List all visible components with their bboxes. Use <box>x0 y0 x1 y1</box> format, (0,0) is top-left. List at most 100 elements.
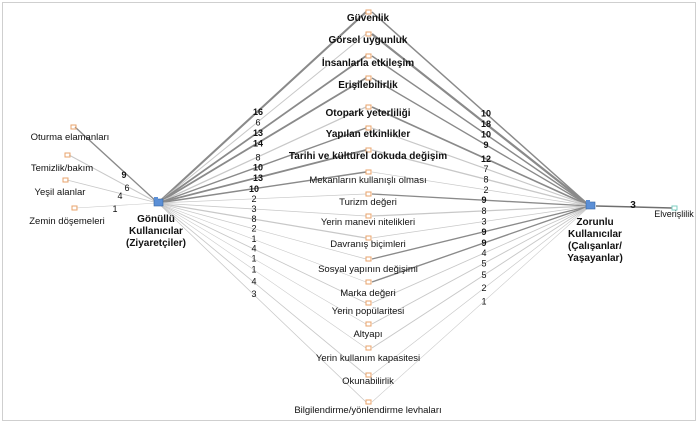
node-label-oturma-elamanlari[interactable]: Oturma elamanları <box>31 132 110 143</box>
edge-left-altyapi <box>157 202 367 325</box>
weight-right-i-nsanlarla-etkilesim: 10 <box>481 129 491 139</box>
edge-left-temizlik-bakim <box>68 154 159 204</box>
edge-left-zemin-dosemeleri <box>75 202 159 209</box>
node-label-mekanlarin-kullanisli-olmasi[interactable]: Mekanların kullanışlı olması <box>309 175 426 186</box>
edge-right-mekanlarin-kullanisli-olmasi <box>371 171 591 207</box>
node-label-yerin-kullanim-kapasitesi[interactable]: Yerin kullanım kapasitesi <box>316 353 420 364</box>
node-label-temizlik-bakim[interactable]: Temizlik/bakım <box>31 163 93 174</box>
node-label-gorsel-uygunluk[interactable]: Görsel uygunluk <box>329 35 408 46</box>
edge-right-hub-elverislilik <box>595 205 673 209</box>
folder-icon <box>585 200 596 210</box>
node-label-zemin-dosemeleri[interactable]: Zemin döşemeleri <box>29 216 105 227</box>
edge-left-bilgilendirme-yonlendirme-levhalari <box>157 202 367 403</box>
diagram-frame <box>2 2 696 421</box>
weight-left-yerin-popularitesi: 4 <box>251 244 256 254</box>
node-label-otopark-yeterliligi[interactable]: Otopark yeterliliği <box>325 108 410 119</box>
node-marker <box>365 53 372 59</box>
weight-left-yapilan-etkinlikler: 10 <box>253 162 263 172</box>
edge-left-otopark-yeterliligi <box>157 106 367 204</box>
node-label-i-nsanlarla-etkilesim[interactable]: İnsanlarla etkileşim <box>322 56 414 69</box>
node-marker <box>365 345 372 351</box>
weight-left-yerin-manevi-nitelikleri: 3 <box>251 204 256 214</box>
node-marker <box>365 104 372 110</box>
edges-layer <box>66 11 591 403</box>
weight-right-yerin-kullanim-kapasitesi: 5 <box>481 270 486 280</box>
left-hub-line3: (Ziyaretçiler) <box>126 238 186 249</box>
node-marker <box>70 124 77 130</box>
node-label-bilgilendirme-yonlendirme-levhalari[interactable]: Bilgilendirme/yönlendirme levhaları <box>294 405 441 416</box>
node-label-tarihi-ve-kulturel-dokuda-degisim[interactable]: Tarihi ve kültürel dokuda değişim <box>289 151 447 162</box>
node-marker <box>365 213 372 219</box>
weight-left-gorsel-uygunluk: 6 <box>255 118 260 128</box>
weight-right-mekanlarin-kullanisli-olmasi: 2 <box>483 185 488 195</box>
weight-left-mekanlarin-kullanisli-olmasi: 10 <box>249 184 259 194</box>
weight-left-zemin-dosemeleri: 1 <box>112 204 117 214</box>
edge-right-guvenlik <box>371 11 591 207</box>
node-label-okunabilirlik[interactable]: Okunabilirlik <box>342 376 394 387</box>
edge-left-sosyal-yapinin-degisimi <box>157 202 367 260</box>
edge-left-yapilan-etkinlikler <box>157 127 367 204</box>
left-hub-line1: Gönüllü <box>137 214 175 225</box>
node-marker <box>62 177 69 183</box>
edge-left-yerin-manevi-nitelikleri <box>157 202 367 217</box>
weight-left-bilgilendirme-yonlendirme-levhalari: 3 <box>251 289 256 299</box>
weight-left-sosyal-yapinin-degisimi: 2 <box>251 224 256 234</box>
edge-right-yerin-popularitesi <box>371 205 591 304</box>
edge-right-davranis-bicimleri <box>371 205 591 239</box>
weight-right-turizm-degeri: 9 <box>481 195 486 205</box>
weight-left-erisilebilirlik: 14 <box>253 138 263 148</box>
node-marker <box>365 125 372 131</box>
node-marker <box>64 152 71 158</box>
edge-right-marka-degeri <box>371 205 591 283</box>
node-label-davranis-bicimleri[interactable]: Davranış biçimleri <box>330 239 406 250</box>
node-marker <box>365 147 372 153</box>
node-label-turizm-degeri[interactable]: Turizm değeri <box>339 197 397 208</box>
edge-left-oturma-elamanlari <box>74 126 159 204</box>
weight-left-turizm-degeri: 2 <box>251 194 256 204</box>
edge-right-tarihi-ve-kulturel-dokuda-degisim <box>371 149 591 207</box>
node-label-yapilan-etkinlikler[interactable]: Yapılan etkinlikler <box>326 129 411 140</box>
node-marker <box>365 235 372 241</box>
weight-right-bilgilendirme-yonlendirme-levhalari: 1 <box>481 296 486 306</box>
edge-right-sosyal-yapinin-degisimi <box>371 205 591 260</box>
weight-left-tarihi-ve-kulturel-dokuda-degisim: 13 <box>253 173 263 183</box>
node-label-yesil-alanlar[interactable]: Yeşil alanlar <box>35 187 86 198</box>
edge-right-yerin-kullanim-kapasitesi <box>371 205 591 349</box>
edge-left-marka-degeri <box>157 202 367 283</box>
weight-right-davranis-bicimleri: 3 <box>481 217 486 227</box>
node-marker <box>365 169 372 175</box>
side-node-label[interactable]: Elverişlilik <box>654 209 694 219</box>
node-label-yerin-popularitesi[interactable]: Yerin popülaritesi <box>332 306 405 317</box>
weight-left-oturma-elamanlari: 9 <box>121 170 126 180</box>
node-label-altyapi[interactable]: Altyapı <box>353 329 382 340</box>
node-marker <box>365 256 372 262</box>
node-label-sosyal-yapinin-degisimi[interactable]: Sosyal yapının değişimi <box>318 264 418 275</box>
node-marker <box>365 300 372 306</box>
right-hub[interactable]: Zorunlu Kullanıcılar (Çalışanlar/ Yaşaya… <box>567 200 623 264</box>
weight-left-altyapi: 1 <box>251 253 256 263</box>
node-marker <box>365 31 372 37</box>
weight-left-temizlik-bakim: 6 <box>124 183 129 193</box>
edge-right-i-nsanlarla-etkilesim <box>371 55 591 207</box>
edge-right-otopark-yeterliligi <box>371 106 591 207</box>
edge-left-turizm-degeri <box>157 193 367 204</box>
weight-left-yesil-alanlar: 4 <box>117 191 122 201</box>
right-hub-line4: Yaşayanlar) <box>567 253 623 264</box>
node-marker <box>365 321 372 327</box>
edge-right-erisilebilirlik <box>371 77 591 207</box>
node-marker <box>365 372 372 378</box>
edge-left-guvenlik <box>157 11 367 204</box>
node-label-erisilebilirlik[interactable]: Erişilebilirlik <box>338 80 398 91</box>
edge-right-yapilan-etkinlikler <box>371 127 591 207</box>
node-label-marka-degeri[interactable]: Marka değeri <box>340 288 395 299</box>
node-label-guvenlik[interactable]: Güvenlik <box>347 13 390 24</box>
weight-right-otopark-yeterliligi: 12 <box>481 154 491 164</box>
weight-left-okunabilirlik: 4 <box>251 277 256 287</box>
weight-right-erisilebilirlik: 9 <box>483 140 488 150</box>
left-hub[interactable]: Gönüllü Kullanıcılar (Ziyaretçiler) <box>126 197 186 249</box>
node-label-yerin-manevi-nitelikleri[interactable]: Yerin manevi nitelikleri <box>321 217 415 228</box>
folder-icon <box>153 197 164 207</box>
